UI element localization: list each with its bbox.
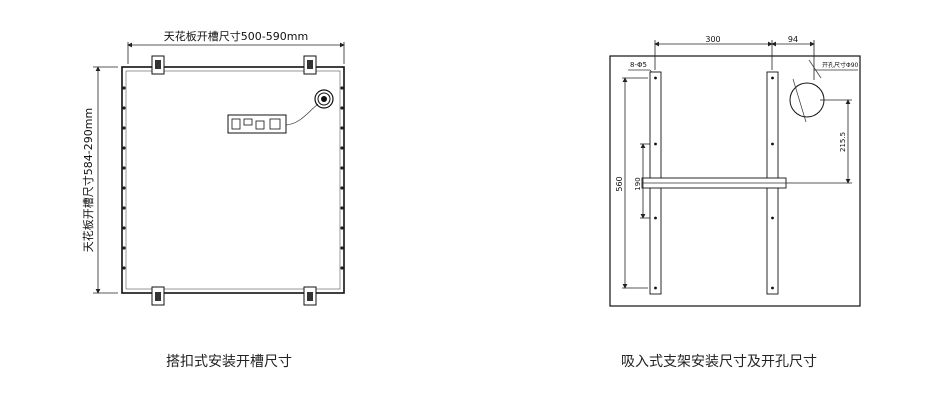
dim-300-label: 300: [705, 35, 720, 44]
cable-coil: [314, 89, 334, 109]
hole-spec-label: 8-Φ5: [630, 61, 647, 69]
clip-mount-drawing: 天花板开槽尺寸500-590mm 天花板开槽尺寸584-290mm: [81, 29, 345, 306]
spring-clip-top-left: [151, 55, 165, 75]
left-caption: 搭扣式安装开槽尺寸: [166, 354, 292, 370]
spring-clip-bottom-left: [151, 286, 165, 306]
dim-215-label: 215.5: [839, 132, 847, 152]
driver-box: [227, 103, 319, 134]
edge-holes: [122, 86, 344, 270]
dim-560-label: 560: [615, 176, 624, 191]
spring-clip-bottom-right: [303, 286, 317, 306]
dim-94-label: 94: [788, 35, 798, 44]
dim-190-label: 190: [634, 177, 642, 190]
spring-clip-top-right: [303, 55, 317, 75]
hole-size-label: 开孔尺寸Φ90: [822, 61, 859, 69]
side-dimension-label: 天花板开槽尺寸584-290mm: [81, 108, 95, 252]
right-caption: 吸入式支架安装尺寸及开孔尺寸: [621, 354, 817, 370]
top-dimension-label: 天花板开槽尺寸500-590mm: [164, 29, 308, 43]
rail-holes: [654, 76, 774, 290]
panel-frame: [121, 66, 345, 294]
suction-bracket-drawing: 300 94 8-Φ5 560 190: [609, 35, 861, 307]
cutout-hole: [789, 59, 825, 123]
